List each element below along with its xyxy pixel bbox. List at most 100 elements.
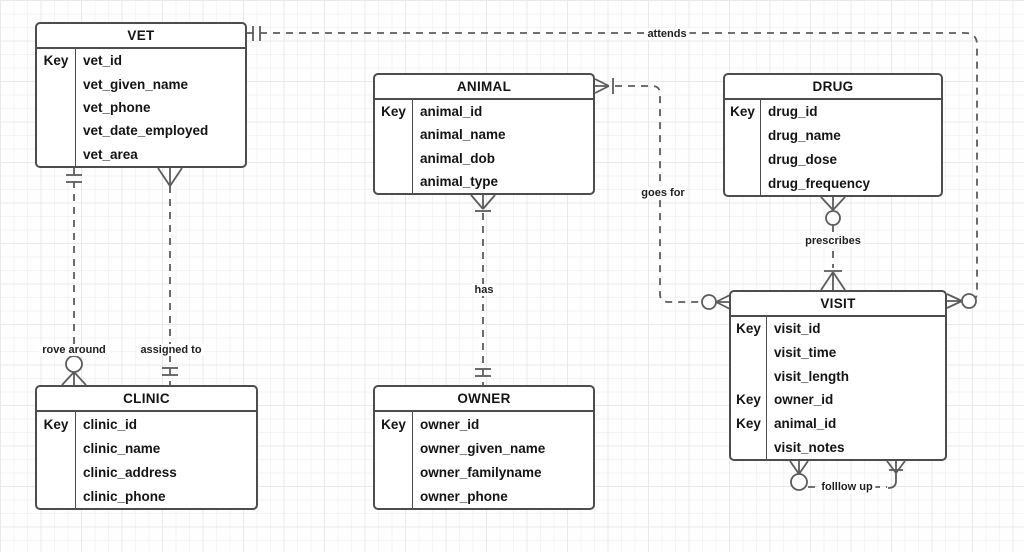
entity-fields: Key animal_id animal_name animal_dob anim… bbox=[375, 100, 593, 193]
relationship-label-prescribes: prescribes bbox=[802, 235, 864, 247]
key-cell bbox=[37, 142, 76, 167]
cardinality-one-or-many-icon bbox=[470, 194, 496, 212]
field-row: clinic_address bbox=[37, 460, 256, 484]
entity-vet: VET Key vet_id vet_given_name vet_phone v… bbox=[35, 22, 247, 168]
cardinality-one-and-only-one-icon bbox=[475, 368, 491, 377]
entity-title: ANIMAL bbox=[375, 75, 593, 100]
field-name: vet_given_name bbox=[83, 76, 189, 92]
field-name: clinic_name bbox=[83, 440, 161, 456]
key-cell: Key bbox=[375, 100, 413, 124]
field-name: owner_phone bbox=[420, 488, 508, 504]
key-cell bbox=[375, 123, 413, 147]
key-cell: Key bbox=[731, 317, 767, 341]
field-row: vet_area bbox=[37, 142, 245, 167]
key-cell: Key bbox=[725, 100, 761, 124]
entity-animal: ANIMAL Key animal_id animal_name animal_d… bbox=[373, 73, 595, 195]
cardinality-zero-or-many-icon bbox=[701, 294, 731, 310]
field-name: visit_notes bbox=[774, 439, 845, 455]
key-cell bbox=[375, 460, 413, 484]
key-cell bbox=[375, 484, 413, 508]
field-row: owner_familyname bbox=[375, 460, 593, 484]
entity-title: VET bbox=[37, 24, 245, 49]
field-row: animal_type bbox=[375, 169, 593, 193]
field-row: drug_frequency bbox=[725, 171, 941, 195]
field-name: vet_id bbox=[83, 53, 123, 69]
field-row: owner_given_name bbox=[375, 436, 593, 460]
relationship-label-has: has bbox=[471, 284, 497, 296]
key-cell bbox=[731, 364, 767, 389]
key-cell bbox=[37, 460, 76, 484]
field-row: vet_phone bbox=[37, 95, 245, 120]
field-name: clinic_id bbox=[83, 416, 138, 432]
field-name: animal_dob bbox=[420, 150, 496, 166]
field-row: animal_name bbox=[375, 123, 593, 147]
field-row: Key animal_id bbox=[731, 411, 945, 436]
key-cell bbox=[725, 171, 761, 195]
key-cell bbox=[375, 169, 413, 193]
entity-title: CLINIC bbox=[37, 387, 256, 412]
field-name: vet_date_employed bbox=[83, 123, 209, 139]
key-cell bbox=[731, 435, 767, 460]
field-row: visit_length bbox=[731, 364, 945, 389]
field-row: owner_phone bbox=[375, 484, 593, 508]
cardinality-one-or-many-icon bbox=[820, 270, 846, 291]
relationship-label-goes-for: goes for bbox=[638, 187, 688, 199]
field-name: clinic_address bbox=[83, 464, 177, 480]
cardinality-zero-or-many-icon bbox=[789, 460, 809, 491]
field-name: animal_type bbox=[420, 173, 499, 189]
field-row: vet_date_employed bbox=[37, 119, 245, 143]
key-cell: Key bbox=[375, 412, 413, 436]
key-cell: Key bbox=[731, 388, 767, 412]
cardinality-zero-or-many-icon bbox=[946, 293, 977, 309]
key-cell: Key bbox=[731, 411, 767, 436]
field-row: drug_dose bbox=[725, 147, 941, 172]
field-row: clinic_phone bbox=[37, 484, 256, 508]
cardinality-one-and-only-one-icon bbox=[66, 174, 82, 183]
field-name: vet_phone bbox=[83, 100, 151, 116]
entity-title: VISIT bbox=[731, 292, 945, 317]
field-name: drug_name bbox=[768, 128, 841, 144]
key-cell bbox=[37, 436, 76, 460]
field-name: owner_familyname bbox=[420, 464, 542, 480]
key-cell bbox=[37, 119, 76, 143]
cardinality-zero-or-many-icon bbox=[61, 355, 87, 386]
field-row: clinic_name bbox=[37, 436, 256, 460]
field-name: visit_length bbox=[774, 368, 850, 384]
entity-title: OWNER bbox=[375, 387, 593, 412]
field-name: animal_id bbox=[420, 104, 483, 120]
field-name: animal_id bbox=[774, 416, 837, 432]
field-row: vet_given_name bbox=[37, 72, 245, 96]
key-cell bbox=[731, 340, 767, 365]
field-row: Key animal_id bbox=[375, 100, 593, 124]
cardinality-many-icon bbox=[157, 167, 183, 187]
relationship-label-rove-around: rove around bbox=[39, 344, 109, 356]
relationship-label-attends: attends bbox=[644, 28, 690, 40]
key-cell bbox=[375, 146, 413, 170]
entity-drug: DRUG Key drug_id drug_name drug_dose drug… bbox=[723, 73, 943, 197]
field-row: Key vet_id bbox=[37, 49, 245, 73]
key-cell bbox=[37, 484, 76, 508]
relationship-label-assigned-to: assigned to bbox=[137, 344, 205, 356]
field-row: animal_dob bbox=[375, 146, 593, 170]
field-name: drug_id bbox=[768, 104, 818, 120]
field-name: clinic_phone bbox=[83, 488, 166, 504]
key-cell bbox=[37, 95, 76, 120]
field-name: owner_id bbox=[774, 392, 834, 408]
cardinality-one-or-many-icon bbox=[594, 78, 614, 94]
cardinality-one-or-many-icon bbox=[886, 460, 906, 474]
key-cell: Key bbox=[37, 49, 76, 73]
cardinality-zero-or-many-icon bbox=[820, 196, 846, 226]
field-name: animal_name bbox=[420, 127, 506, 143]
cardinality-one-and-only-one-icon bbox=[252, 26, 261, 41]
field-row: visit_notes bbox=[731, 435, 945, 460]
entity-fields: Key drug_id drug_name drug_dose drug_freq… bbox=[725, 100, 941, 195]
entity-title: DRUG bbox=[725, 75, 941, 100]
field-row: Key drug_id bbox=[725, 100, 941, 124]
